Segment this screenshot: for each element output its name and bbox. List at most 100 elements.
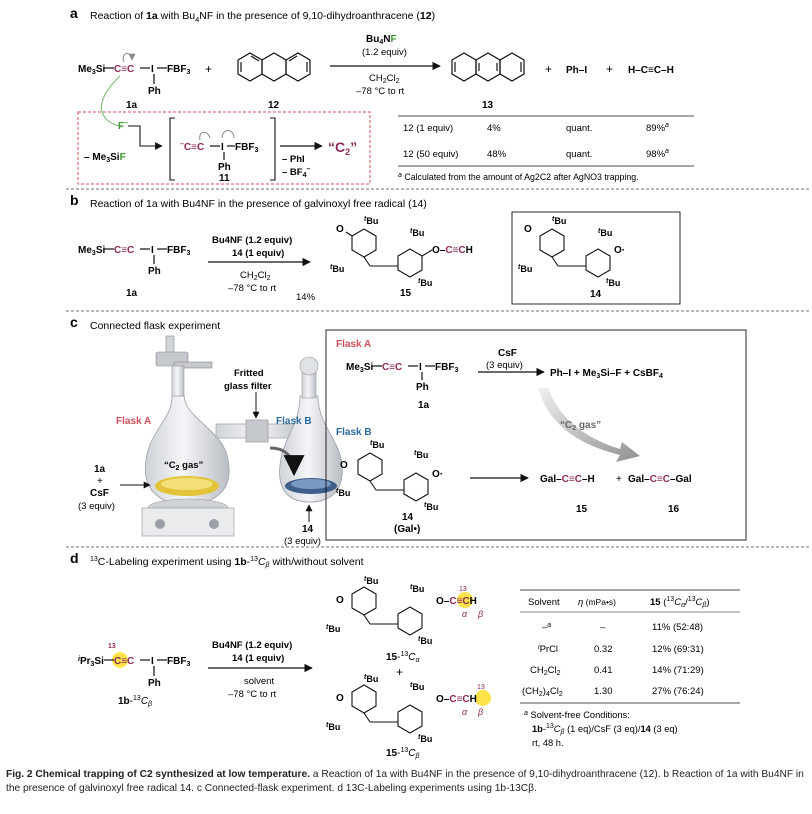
box-csf-equiv: (3 equiv) [486,360,523,371]
panel-b: b Reaction of 1a with Bu4NF in the prese… [70,192,681,305]
svg-text:I: I [151,245,154,256]
svg-text:Ph: Ph [148,678,161,689]
c2-gas-arrow [538,388,640,462]
svg-text:tBu: tBu [606,278,620,288]
caption-c: c Connected-flask experiment. [196,783,335,794]
minus-me3sif: – Me3SiF [84,152,126,164]
table-a-row2-13: 48% [487,149,507,160]
svg-text:β: β [477,707,483,717]
table-d-row2-ratio: 12% (69:31) [652,644,704,655]
reagent-equiv: (1.2 equiv) [362,47,407,58]
left-1a: 1a [94,464,106,475]
svg-text:tBu: tBu [418,278,432,288]
svg-text:FBF3: FBF3 [167,64,190,76]
compound-14-c [357,452,429,502]
table-d-header-ratio: 15 (13Cα/13Cβ) [650,596,710,609]
panel-a-letter: a [70,5,78,21]
svg-text:13: 13 [108,643,116,650]
svg-text:O–C≡CH: O–C≡CH [436,596,477,607]
table-d-footnote1: a Solvent-free Conditions: [524,710,630,720]
reagent-bu4nf: Bu4NF [366,34,397,46]
c2-species: “C2” [328,139,357,157]
fritted-label-2: glass filter [224,381,272,392]
flask-b-label: Flask B [276,416,312,427]
label-1b: 1b-13Cβ [118,695,152,708]
table-d: –a – 11% (52:48) iPrCl 0.32 12% (69:31) … [522,622,704,698]
svg-text:O: O [524,224,532,235]
box-c2-gas: “C2 gas” [560,420,601,432]
table-a-row1-13: 4% [487,123,501,134]
caption-d: d 13C-Labeling experiments using 1b-13Cβ… [337,783,537,794]
table-d-row1-eta: – [600,622,606,633]
svg-text:–C≡C: –C≡C [180,141,204,153]
compound-1b: 13 iPr3Si C≡C I FBF3 Ph [78,643,190,689]
solvent-b: CH2Cl2 [240,270,271,282]
table-d-row4-ratio: 27% (76:24) [652,686,704,697]
table-a-row1-phi: quant. [566,123,592,134]
svg-text:tBu: tBu [410,228,424,238]
label-15: 15 [400,288,412,299]
svg-text:I: I [221,142,224,153]
box-lbl15: 15 [576,504,588,515]
left-equiv: (3 equiv) [78,501,115,512]
svg-text:Ph: Ph [148,86,161,97]
galvinoxyl-box [511,211,681,305]
box-prod16: Gal–C≡C–Gal [628,474,692,485]
table-d-footnote2: 1b-13Cβ (1 eq)/CsF (3 eq)/14 (3 eq) [532,723,678,736]
panel-d-heading: 13C-Labeling experiment using 1b-13Cβ wi… [90,556,364,569]
plus-sign: + [545,62,552,76]
panel-c: c Connected flask experiment Fritted gl [70,314,747,547]
box-14: 14 [402,512,414,523]
svg-text:Ph: Ph [416,382,429,393]
product-phi: Ph–I [566,65,587,76]
table-a-row2-reagent: 12 (50 equiv) [403,149,458,160]
compound-15 [345,228,433,278]
svg-text:Ph: Ph [148,266,161,277]
svg-text:tBu: tBu [418,636,432,646]
label-14: 14 [590,289,602,300]
compound-13 [451,52,525,82]
svg-text:α: α [462,707,468,717]
compound-1a-b: Me3Si C≡C I FBF3 Ph [78,245,190,277]
yield-b: 14% [296,292,316,303]
table-d-row4-eta: 1.30 [594,686,613,697]
svg-text:O: O [340,460,348,471]
plus-sign: + [396,665,403,679]
compound-12 [237,52,311,82]
panel-d-letter: d [70,550,79,566]
plus-sign: + [97,476,103,487]
table-d-footnote3: rt, 48 h. [532,738,564,748]
table-a-row2-c2: 98%a [646,148,669,160]
label-12: 12 [268,100,280,111]
table-d-header-eta: η (mPa•s) [578,597,616,608]
flask-apparatus [141,335,343,537]
plus-sign: + [616,474,622,485]
minus-bf4: – BF4– [282,166,311,179]
table-a-row2-phi: quant. [566,149,592,160]
svg-text:tBu: tBu [518,264,532,274]
reagent-b1: Bu4NF (1.2 equiv) [212,235,292,246]
svg-text:Me3Si: Me3Si [78,64,105,76]
c2-gas-flask: “C2 gas” [164,460,204,472]
svg-text:tBu: tBu [336,488,350,498]
table-a-row1-reagent: 12 (1 equiv) [403,123,453,134]
panel-d: d 13C-Labeling experiment using 1b-13Cβ … [70,550,740,760]
svg-text:tBu: tBu [364,576,378,586]
svg-text:tBu: tBu [598,228,612,238]
compound-15-beta [351,684,423,734]
caption-b: b Reaction of 1a with Bu4NF in the prese… [6,769,804,794]
table-d-row1-solvent: –a [542,622,551,633]
panel-c-heading: Connected flask experiment [90,320,220,332]
svg-text:I: I [419,362,422,373]
svg-text:C≡C: C≡C [114,64,134,75]
temperature: –78 °C to rt [356,86,405,97]
reagent-b2: 14 (1 equiv) [232,248,284,259]
caption-a: a Reaction of 1a with Bu4NF in the prese… [312,769,661,780]
svg-text:C≡C: C≡C [382,362,402,373]
svg-text:FBF3: FBF3 [435,362,458,374]
temperature-d: –78 °C to rt [228,689,277,700]
bottom-equiv: (3 equiv) [284,536,321,547]
svg-text:O·: O· [432,469,443,480]
label-11: 11 [219,173,230,184]
svg-text:tBu: tBu [410,682,424,692]
